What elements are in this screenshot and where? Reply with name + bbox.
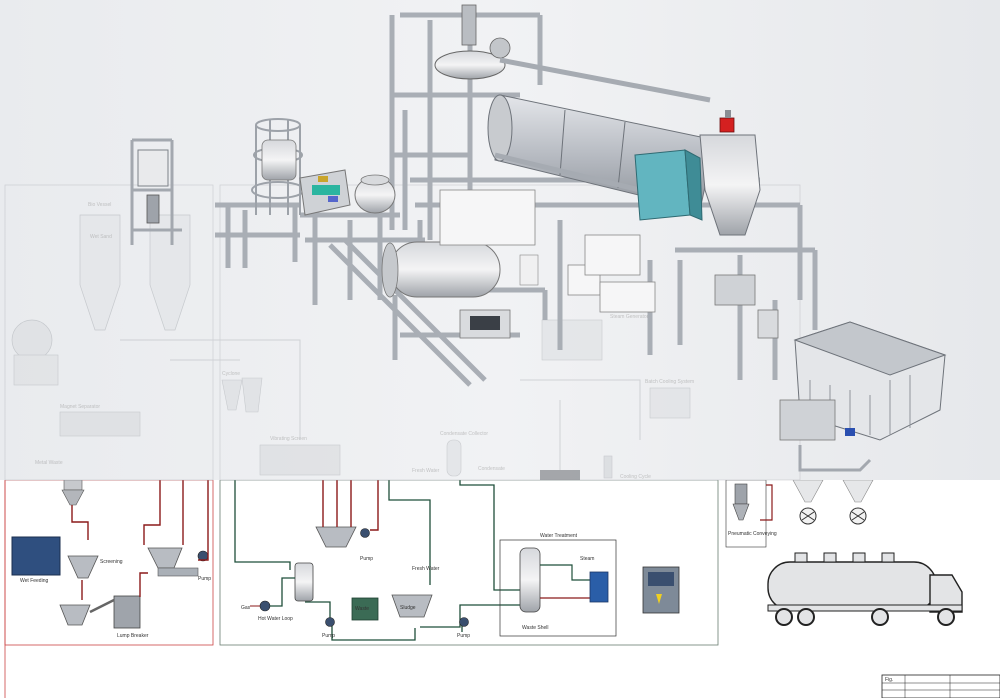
tote-frame	[130, 138, 182, 245]
water-treatment-label: Water Treatment	[540, 533, 578, 539]
waste-label: Waste	[355, 606, 369, 612]
cyclone-housing	[699, 110, 761, 236]
waste-shell-label: Waste Shell	[522, 625, 549, 631]
batch-cooling-label: Batch Cooling System	[645, 379, 694, 385]
lump-breaker-label: Lump Breaker	[117, 633, 149, 639]
pneumatic-conveying-label: Pneumatic Conveying	[728, 531, 777, 537]
tanker-truck	[767, 552, 963, 626]
cage-vessel	[251, 118, 305, 215]
steam-generator-label: Steam Generator	[610, 314, 649, 320]
gas-label: Gas	[241, 605, 251, 611]
screening-label: Screening	[100, 559, 123, 565]
pump-c-label: Pump	[322, 633, 335, 639]
condensate-label: Condensate	[478, 466, 505, 472]
white-units	[439, 189, 656, 339]
cooling-cycle-label: Cooling Cycle	[620, 474, 651, 480]
wet-feeding-tank	[11, 536, 61, 576]
title-block-label: Fig.	[885, 677, 893, 683]
metal-waste-label: Metal Waste	[35, 460, 63, 466]
lump-breaker-hopper	[59, 604, 91, 626]
right-bins	[714, 274, 779, 339]
pump-b-label: Pump	[360, 556, 373, 562]
pump-a-label: Pump	[198, 576, 211, 582]
pump-d-label: Pump	[457, 633, 470, 639]
fresh-water-label: Fresh Water	[412, 566, 440, 572]
hot-water-loop-label: Hot Water Loop	[258, 616, 293, 622]
horizontal-tank	[381, 241, 501, 298]
schematic-lower: Wet Feeding Screening Lump Breaker Pump …	[4, 479, 1000, 698]
vibrating-screen-label: Vibrating Screen	[270, 436, 307, 442]
water-treatment-box	[499, 539, 617, 637]
lump-breaker	[113, 595, 141, 629]
steam-label: Steam	[580, 556, 594, 562]
dry-vessel-label: Bio Vessel	[88, 202, 111, 208]
waste-bin	[351, 597, 379, 621]
treatment-column	[519, 547, 541, 613]
receiving-hopper	[779, 321, 947, 472]
sludge-label: Sludge	[400, 605, 416, 611]
fresh-water-treatment-label: Fresh Water	[412, 468, 440, 474]
screen-machine	[299, 169, 351, 216]
wet-feeding-label: Wet Feeding	[20, 578, 48, 584]
top-hopper	[434, 4, 511, 80]
condensate-collector-label: Condensate Collector	[440, 431, 488, 437]
schematic-ghost: Bio Vessel Wet Sand Magnet Separator Met…	[4, 184, 801, 481]
hot-water-tank	[294, 562, 314, 602]
screening-hopper	[67, 555, 99, 579]
magnet-separator-label: Magnet Separator	[60, 404, 100, 410]
mid-tank	[354, 174, 396, 214]
teal-burner-box	[634, 149, 703, 221]
blue-tank	[589, 571, 609, 603]
wet-vessel-label: Wet Sand	[90, 234, 112, 240]
cyclone-label: Cyclone	[222, 371, 240, 377]
